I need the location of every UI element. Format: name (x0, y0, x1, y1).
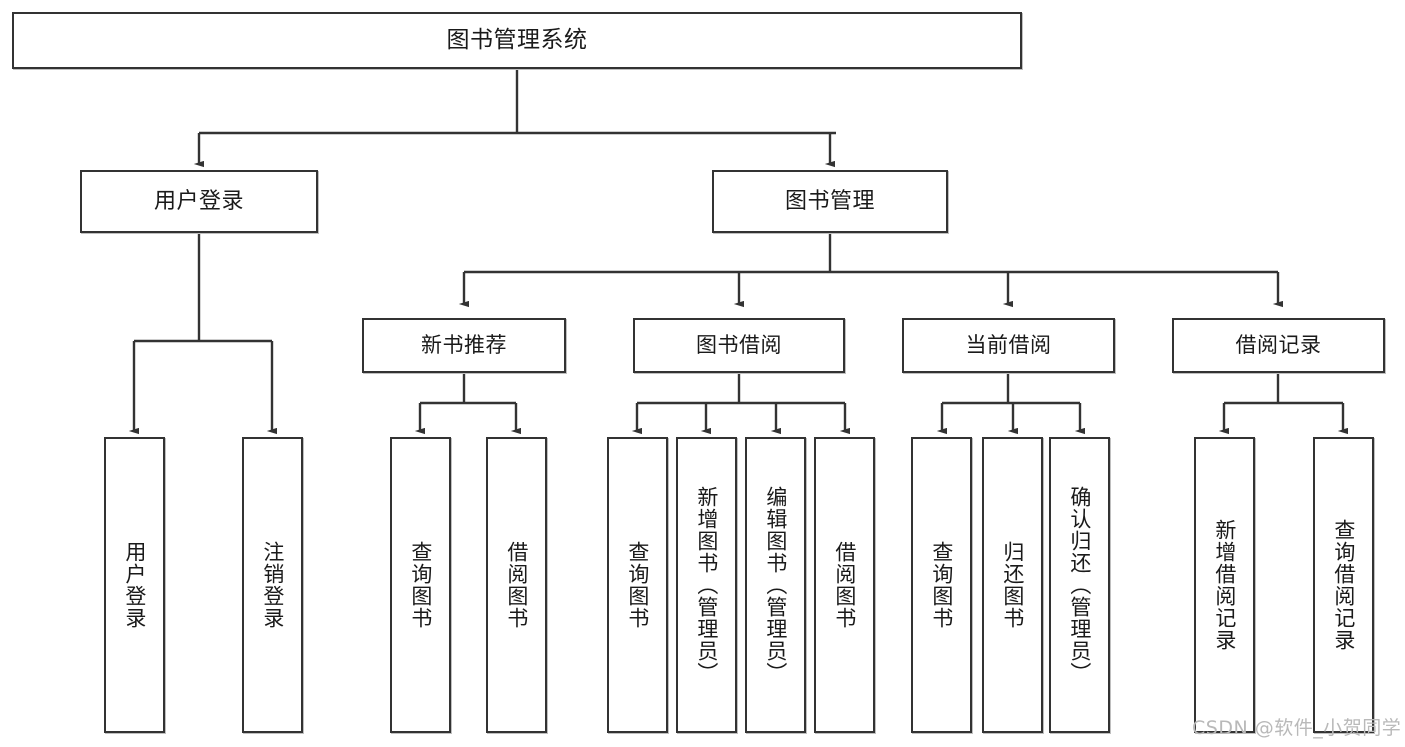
leaf-current-borrow-query-book[interactable]: 查询图书 (911, 437, 972, 733)
node-label: 当前借阅 (965, 333, 1052, 358)
node-label: 确认归还（管理员） (1067, 486, 1092, 684)
leaf-book-borrow-query-book[interactable]: 查询图书 (607, 437, 668, 733)
node-label: 用户登录 (122, 541, 147, 629)
leaf-current-borrow-confirm-return-admin[interactable]: 确认归还（管理员） (1049, 437, 1110, 733)
leaf-book-borrow-add-book-admin[interactable]: 新增图书（管理员） (676, 437, 737, 733)
node-label: 注销登录 (260, 541, 285, 629)
leaf-book-borrow-edit-book-admin[interactable]: 编辑图书（管理员） (745, 437, 806, 733)
node-current-borrow[interactable]: 当前借阅 (902, 318, 1115, 373)
leaf-borrow-record-add-record[interactable]: 新增借阅记录 (1194, 437, 1255, 733)
leaf-borrow-record-query-record[interactable]: 查询借阅记录 (1313, 437, 1374, 733)
leaf-user-login-logout[interactable]: 注销登录 (242, 437, 303, 733)
node-label: 查询图书 (625, 541, 650, 629)
node-book-borrow[interactable]: 图书借阅 (633, 318, 845, 373)
node-label: 借阅图书 (832, 541, 857, 629)
node-root-book-management-system[interactable]: 图书管理系统 (12, 12, 1022, 69)
node-borrow-record[interactable]: 借阅记录 (1172, 318, 1385, 373)
node-label: 图书管理系统 (446, 26, 588, 53)
node-label: 借阅图书 (504, 541, 529, 629)
node-label: 新增图书（管理员） (694, 486, 719, 684)
node-label: 编辑图书（管理员） (763, 486, 788, 684)
node-label: 查询图书 (929, 541, 954, 629)
node-label: 查询图书 (408, 541, 433, 629)
node-label: 查询借阅记录 (1331, 519, 1356, 651)
node-new-book-recommend[interactable]: 新书推荐 (362, 318, 566, 373)
node-label: 图书借阅 (696, 333, 782, 358)
node-user-login[interactable]: 用户登录 (80, 170, 318, 233)
csdn-watermark: CSDN @软件_小贺同学 (1192, 717, 1402, 739)
node-book-management[interactable]: 图书管理 (712, 170, 948, 233)
leaf-new-book-borrow-book[interactable]: 借阅图书 (486, 437, 547, 733)
node-label: 图书管理 (784, 188, 875, 214)
node-label: 新书推荐 (421, 333, 507, 358)
leaf-user-login-login[interactable]: 用户登录 (104, 437, 165, 733)
node-label: 归还图书 (1000, 541, 1025, 629)
node-label: 借阅记录 (1235, 333, 1322, 358)
leaf-current-borrow-return-book[interactable]: 归还图书 (982, 437, 1043, 733)
node-label: 用户登录 (153, 188, 244, 214)
leaf-new-book-query-book[interactable]: 查询图书 (390, 437, 451, 733)
node-label: 新增借阅记录 (1212, 519, 1237, 651)
leaf-book-borrow-borrow-book[interactable]: 借阅图书 (814, 437, 875, 733)
